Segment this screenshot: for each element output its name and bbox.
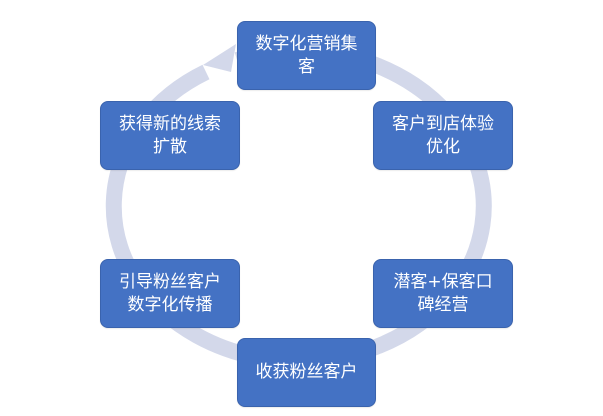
node-digital-spread: 引导粉丝客户 数字化传播 xyxy=(100,259,240,328)
node-gain-fans: 收获粉丝客户 xyxy=(237,338,376,407)
node-in-store-experience: 客户到店体验 优化 xyxy=(373,101,513,170)
node-word-of-mouth: 潜客+保客口 碑经营 xyxy=(373,259,513,328)
cycle-arrowhead xyxy=(203,44,236,72)
cycle-ring-arc xyxy=(105,43,492,370)
node-new-leads: 获得新的线索 扩散 xyxy=(100,101,240,170)
node-digital-marketing: 数字化营销集 客 xyxy=(237,21,376,90)
